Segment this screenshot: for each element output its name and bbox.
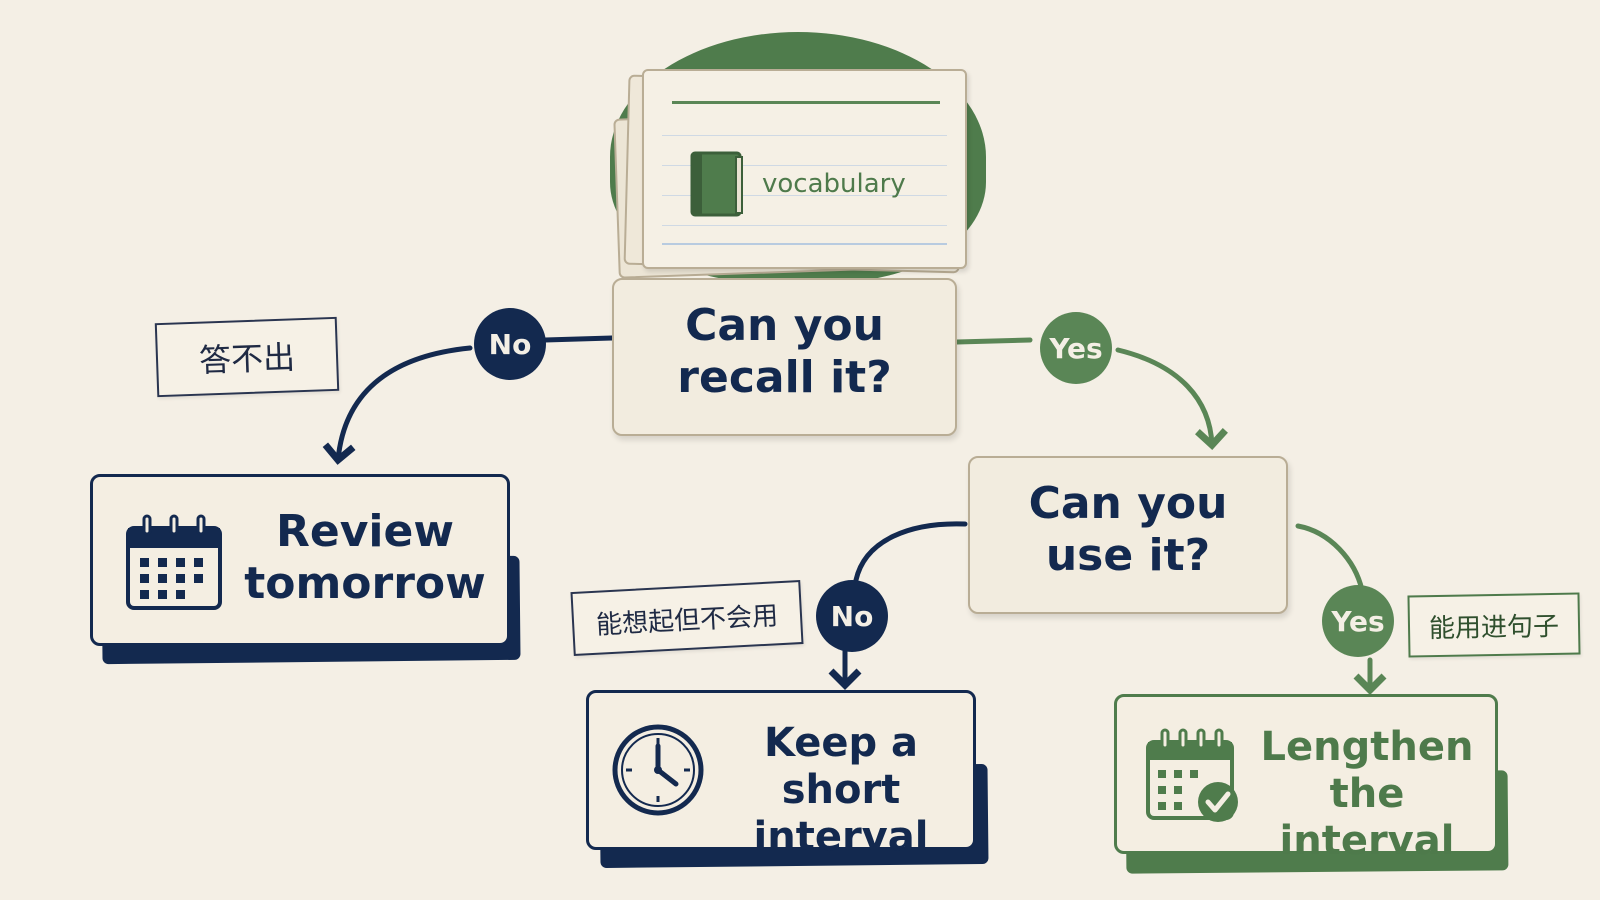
result-short-interval: Keep a short interval [586, 690, 990, 869]
clock-icon [612, 724, 704, 816]
flashcard-deck: vocabulary [612, 65, 972, 285]
connector-q1-no [542, 335, 615, 343]
question-recall-text: Can you recall it? [677, 300, 892, 403]
connector-q2-yes [1295, 523, 1365, 593]
branch-no-badge-2: No [816, 580, 888, 652]
question-use-text: Can you use it? [1028, 478, 1228, 581]
branch-yes-badge: Yes [1040, 312, 1112, 384]
calendar-icon [126, 514, 222, 610]
note-can-use-in-sentence: 能用进句子 [1407, 592, 1581, 658]
deck-card-label: vocabulary [762, 169, 906, 199]
connector-yes-q2 [1115, 347, 1228, 450]
connector-q2-no [853, 521, 968, 583]
connector-q1-yes [954, 337, 1033, 345]
branch-yes-badge-2: Yes [1322, 585, 1394, 657]
vocabulary-card: vocabulary [642, 69, 967, 269]
calendar-check-icon [1146, 728, 1238, 822]
result-review-tomorrow: Review tomorrow [90, 474, 522, 665]
connector-no-review [322, 345, 473, 465]
question-use-card: Can you use it? [968, 456, 1288, 614]
result-short-text: Keep a short interval [753, 720, 929, 861]
result-review-text: Review tomorrow [244, 506, 486, 609]
note-cannot-answer: 答不出 [154, 316, 340, 398]
result-lengthen-interval: Lengthen the interval [1114, 694, 1510, 876]
result-lengthen-text: Lengthen the interval [1260, 724, 1474, 865]
question-recall-card: Can you recall it? [612, 278, 957, 436]
note-recall-but-cannot-use: 能想起但不会用 [570, 580, 804, 656]
book-icon [690, 151, 743, 217]
branch-no-badge: No [474, 308, 546, 380]
